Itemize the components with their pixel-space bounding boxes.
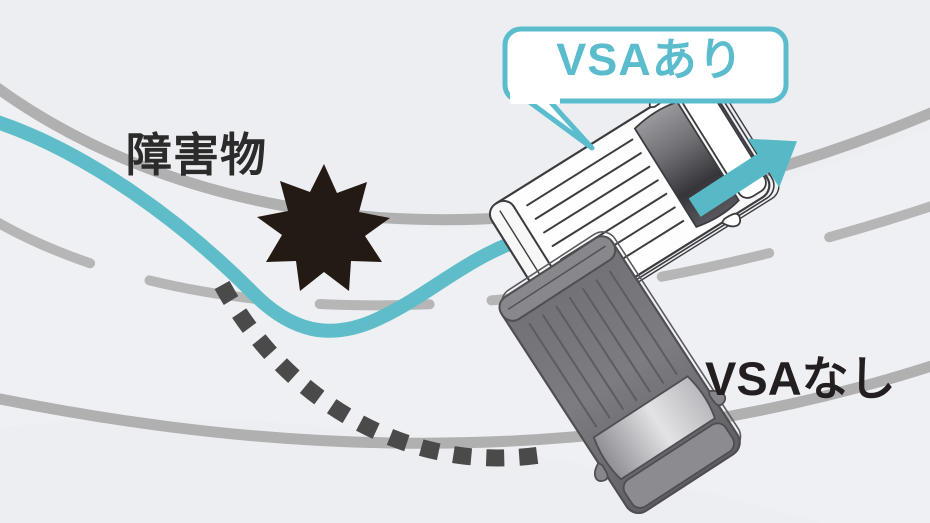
- obstacle-star-icon: [257, 164, 390, 291]
- dark-car-windshield: [592, 375, 716, 481]
- obstacle-label: 障害物: [126, 129, 267, 181]
- without-vsa-label: VSAなし: [705, 352, 896, 405]
- dark-car-mirror-right: [594, 461, 609, 482]
- speech-bubble-body: [502, 26, 789, 104]
- lane-dashes: [0, 201, 930, 311]
- dark-car-mirror-left: [708, 389, 727, 407]
- direction-arrow-icon: [688, 138, 797, 217]
- speech-bubble-label: VSAあり: [556, 34, 744, 85]
- skid-path: [214, 280, 542, 467]
- vsa-path: [0, 115, 552, 338]
- white-car-mirror-right: [720, 212, 742, 228]
- dark-car: [498, 231, 742, 515]
